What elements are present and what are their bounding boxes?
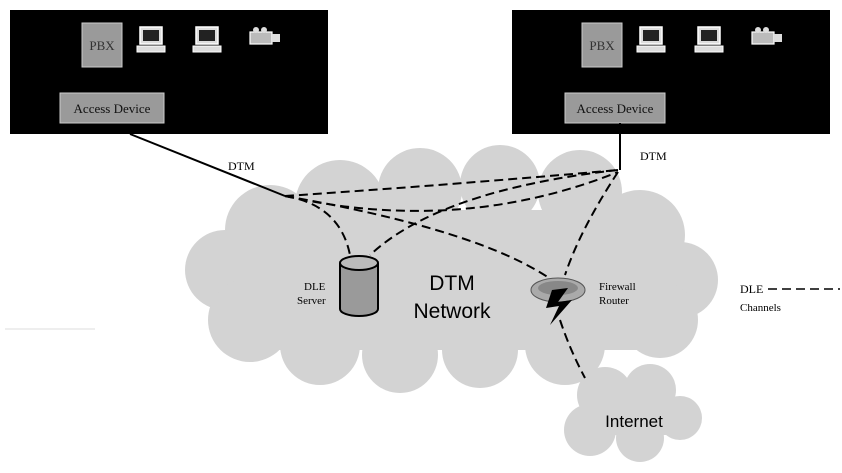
dtm-link-left-label: DTM xyxy=(228,159,255,173)
internet-cloud xyxy=(564,364,702,462)
dle-channel xyxy=(284,195,553,281)
computer-icon xyxy=(694,26,724,53)
dle-server-label-2: Server xyxy=(297,295,326,307)
site-left-box xyxy=(10,10,328,134)
dle-channels xyxy=(284,169,619,379)
dle-channel xyxy=(284,195,351,256)
dle-channel xyxy=(564,171,619,276)
dle-server-icon xyxy=(339,255,379,317)
pbx-left-label: PBX xyxy=(89,38,115,53)
dtm-link-left xyxy=(129,133,286,197)
dle-channel xyxy=(559,319,586,379)
computer-icon xyxy=(192,26,222,53)
firewall-label-2: Router xyxy=(599,295,629,307)
pbx-left: PBX xyxy=(81,22,123,68)
legend-label-1: DLE xyxy=(740,282,763,296)
access-device-right-label: Access Device xyxy=(577,101,654,116)
network-title-line1: DTM xyxy=(429,272,475,295)
site-right-box xyxy=(512,10,830,134)
legend-label-2: Channels xyxy=(740,302,781,314)
firewall-label-1: Firewall xyxy=(599,281,636,293)
dtm-link-right-label: DTM xyxy=(640,149,667,163)
dtm-links xyxy=(129,123,621,197)
pbx-right-label: PBX xyxy=(589,38,615,53)
pbx-right: PBX xyxy=(581,22,623,68)
dtm-network-cloud xyxy=(185,145,718,393)
computer-icon xyxy=(136,26,166,53)
dle-server-label-1: DLE xyxy=(304,281,326,293)
legend: DLE Channels xyxy=(740,282,840,314)
network-title-line2: Network xyxy=(413,300,491,323)
internet-label: Internet xyxy=(605,412,663,431)
access-device-right: Access Device xyxy=(564,92,666,124)
site-left: PBX Access Device xyxy=(10,10,328,134)
access-device-left-label: Access Device xyxy=(74,101,151,116)
site-right: PBX Access Device xyxy=(512,10,830,134)
dle-channel xyxy=(369,169,619,256)
access-device-left: Access Device xyxy=(59,92,165,124)
dle-channel xyxy=(284,169,619,197)
firewall-router-icon xyxy=(530,277,586,325)
computer-icon xyxy=(636,26,666,53)
